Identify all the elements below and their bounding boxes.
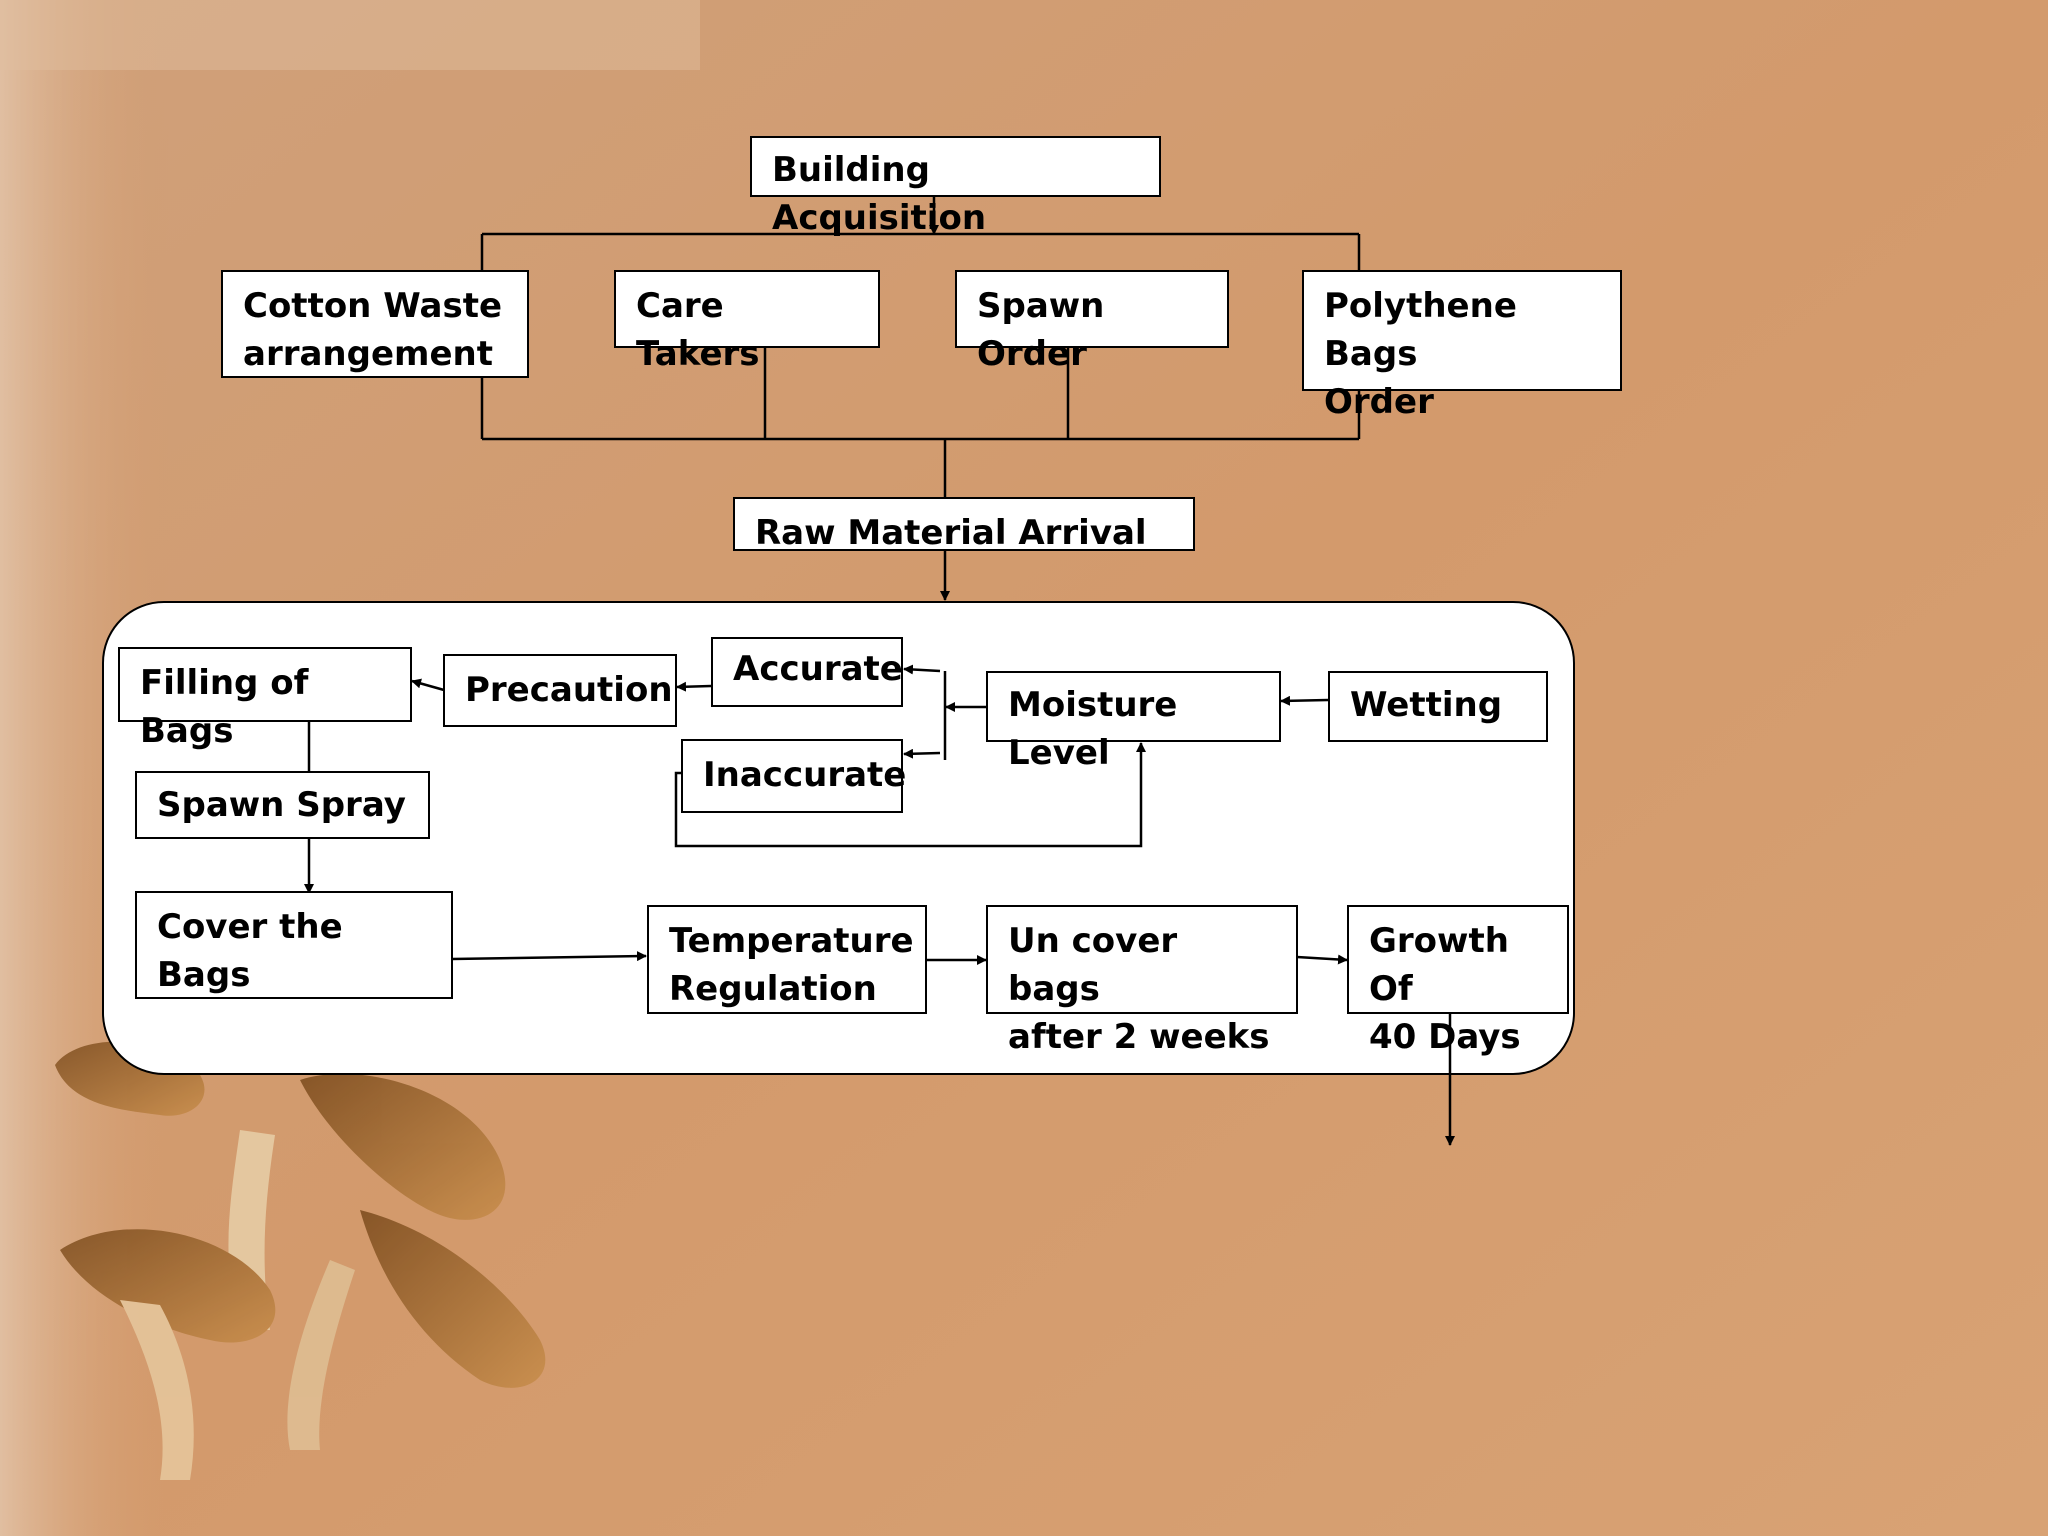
node-temperature-regulation: Temperature Regulation [647, 905, 927, 1014]
node-inaccurate: Inaccurate [681, 739, 906, 813]
node-polythene-bags-order: Polythene Bags Order [1302, 270, 1622, 422]
node-building-acquisition: Building Acquisition [750, 136, 1161, 238]
node-growth-of-40-days: Growth Of 40 Days [1347, 905, 1569, 1057]
connector-inaccurate-loop [674, 742, 1146, 848]
node-moisture-level: Moisture Level [986, 671, 1281, 773]
node-care-takers: Care Takers [614, 270, 880, 374]
mushroom-illustration [55, 1041, 546, 1480]
connector-cover-to-temperature [451, 951, 647, 962]
connector-wetting-to-moisture [1280, 695, 1329, 706]
node-filling-of-bags: Filling of Bags [118, 647, 412, 751]
node-spawn-order: Spawn Order [955, 270, 1229, 374]
node-cotton-waste: Cotton Waste arrangement [221, 270, 529, 378]
node-accurate: Accurate [711, 637, 903, 707]
node-raw-material-arrival: Raw Material Arrival [733, 497, 1195, 553]
connector-accurate-to-precaution [676, 681, 712, 692]
node-spawn-spray: Spawn Spray [135, 771, 430, 839]
node-uncover-bags: Un cover bags after 2 weeks [986, 905, 1298, 1057]
connector-branch-to-accurate [903, 664, 941, 675]
connector-precaution-to-filling [411, 678, 445, 692]
connector-branch-to-inaccurate [903, 748, 941, 759]
node-wetting: Wetting [1328, 671, 1548, 742]
node-precaution: Precaution [443, 654, 677, 727]
connector-uncover-to-growth [1296, 954, 1348, 965]
node-cover-the-bags: Cover the Bags [135, 891, 453, 999]
